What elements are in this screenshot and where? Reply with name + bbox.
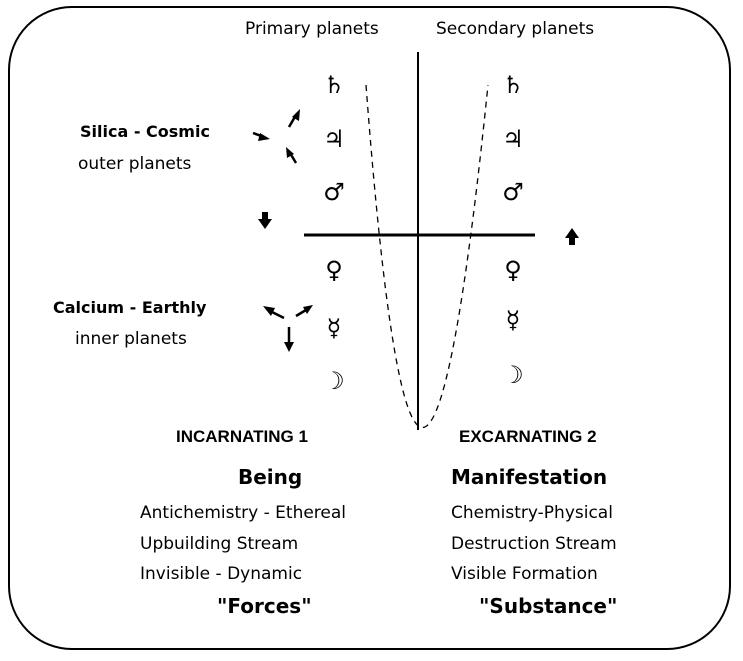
primary-planets-label: Primary planets [245,19,379,39]
jupiter-secondary-icon: ♃ [502,125,524,153]
left-line-2: Upbuilding Stream [140,534,299,554]
dashed-parabola [365,84,489,428]
saturn-primary-icon: ♄ [323,71,345,99]
left-quote: "Forces" [217,594,312,618]
up-arrow-icon [565,228,579,245]
outer-group-title: Silica - Cosmic [80,122,210,141]
saturn-secondary-icon: ♄ [502,71,524,99]
right-quote: "Substance" [479,594,618,618]
right-heading: EXCARNATING 2 [459,427,597,446]
left-line-3: Invisible - Dynamic [140,564,303,584]
inner-group-title: Calcium - Earthly [53,298,207,317]
left-title: Being [238,465,303,489]
venus-primary-icon: ♀ [325,256,343,284]
right-line-1: Chemistry-Physical [451,503,613,523]
mars-secondary-icon: ♂ [502,178,524,206]
jupiter-primary-icon: ♃ [323,125,345,153]
mercury-secondary-icon: ☿ [505,306,521,334]
diagram-frame [8,6,731,650]
outer-group-subtitle: outer planets [78,154,192,174]
calcium-arrows-icon [263,305,313,352]
right-line-3: Visible Formation [451,564,598,584]
mars-primary-icon: ♂ [323,178,345,206]
right-title: Manifestation [451,465,608,489]
left-heading: INCARNATING 1 [176,427,308,446]
moon-secondary-icon: ☽ [502,361,524,389]
down-arrow-icon [258,212,272,229]
inner-group-subtitle: inner planets [75,329,187,349]
left-line-1: Antichemistry - Ethereal [140,503,347,523]
venus-secondary-icon: ♀ [504,256,522,284]
secondary-planets-label: Secondary planets [436,19,595,39]
right-line-2: Destruction Stream [451,534,617,554]
moon-primary-icon: ☽ [323,367,345,395]
silica-arrows-icon [252,109,300,164]
mercury-primary-icon: ☿ [326,314,342,342]
